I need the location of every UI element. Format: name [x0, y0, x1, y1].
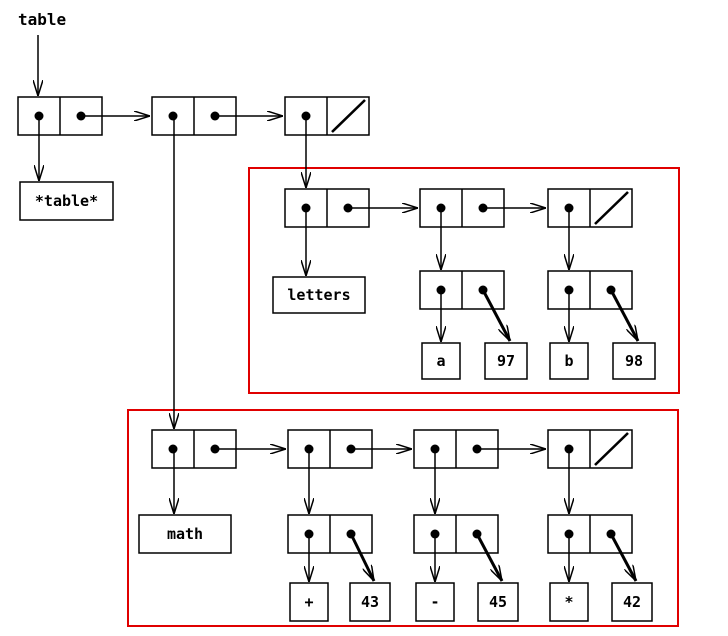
math-subtable-frame [127, 409, 679, 627]
letters-pair-2-key-box [549, 342, 589, 380]
math-pair-3-value-box [611, 582, 653, 622]
head-symbol-box [19, 181, 114, 221]
letters-pair-2-value-box [612, 342, 656, 380]
letters-cell-3-nil-slash [594, 191, 629, 225]
letters-pair-2-value-arrow [609, 289, 640, 341]
math-pair-3-key-box [549, 582, 589, 622]
letters-pair-1-value-arrow [481, 289, 512, 341]
letters-pair-2-key-box-text: b [564, 352, 573, 370]
diagram-body: *table* letters a 97 b 98 math +43 - 45 * 42 [17, 35, 656, 622]
math-pair-1-key-box [289, 582, 329, 622]
math-pair-2-key-box [415, 582, 455, 622]
math-pair-2-key-box-text: - [430, 593, 439, 611]
math-key-box [138, 514, 232, 554]
backbone-cell-2-car-pointer [168, 111, 178, 121]
math-pair-2-value-box-text: 45 [489, 593, 507, 611]
letters-pair-2-value-box-text: 98 [625, 352, 643, 370]
math-cell-1-car-pointer [168, 444, 178, 454]
letters-pair-1-value-box [484, 342, 528, 380]
math-key-box-text: math [167, 525, 203, 543]
letters-subtable-frame [248, 167, 680, 394]
letters-key-box-text: letters [287, 286, 350, 304]
math-pair-2-value-arrow [475, 533, 504, 581]
backbone-cell-3-nil-slash [331, 99, 366, 133]
math-pair-1-value-box-text: 43 [361, 593, 379, 611]
math-pair-3-key-box-text: * [564, 593, 573, 611]
letters-pair-1-value-box-text: 97 [497, 352, 515, 370]
math-pair-3-value-arrow [609, 533, 638, 581]
math-pair-1-value-box [349, 582, 391, 622]
letters-key-box [272, 276, 366, 314]
math-pair-1-value-arrow [349, 533, 376, 581]
math-pair-2-value-box [477, 582, 519, 622]
head-symbol-box-text: *table* [35, 192, 98, 210]
math-pair-3-value-box-text: 42 [623, 593, 641, 611]
variable-label: table [18, 10, 66, 29]
letters-pair-1-key-box [421, 342, 461, 380]
letters-pair-1-key-box-text: a [436, 352, 445, 370]
math-pair-1-key-box-text: + [304, 593, 313, 611]
math-cell-4-nil-slash [594, 432, 629, 466]
